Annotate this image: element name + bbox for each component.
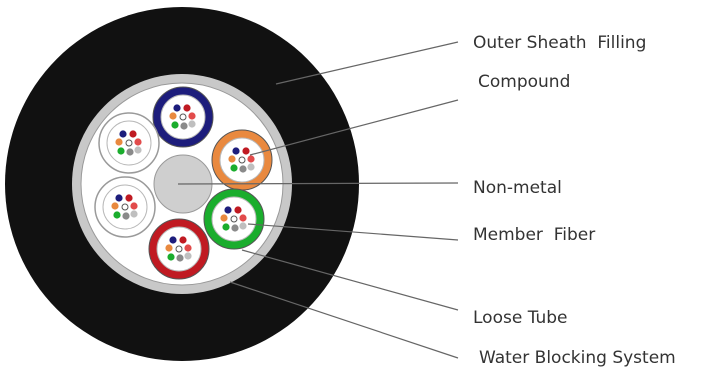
optical-fiber — [183, 104, 191, 112]
optical-fiber — [220, 214, 228, 222]
tube-center-fiber — [121, 203, 129, 211]
tube-orange — [211, 129, 273, 191]
optical-fiber — [130, 202, 138, 210]
optical-fiber — [228, 155, 236, 163]
optical-fiber — [111, 202, 119, 210]
tube-green — [203, 188, 265, 250]
optical-fiber — [234, 206, 242, 214]
optical-fiber — [180, 122, 188, 130]
optical-fiber — [129, 130, 137, 138]
tube-red — [148, 218, 210, 280]
leader-water-blocking — [229, 281, 459, 359]
optical-fiber — [169, 236, 177, 244]
label-member-fiber: Member Fiber — [473, 225, 596, 245]
label-loose-tube: Loose Tube — [473, 308, 568, 328]
optical-fiber — [222, 223, 230, 231]
tube-center-fiber — [125, 139, 133, 147]
optical-fiber — [117, 147, 125, 155]
optical-fiber — [130, 210, 138, 218]
optical-fiber — [171, 121, 179, 129]
optical-fiber — [184, 252, 192, 260]
label-non-metal: Non-metal — [473, 178, 562, 198]
optical-fiber — [126, 148, 134, 156]
optical-fiber — [242, 147, 250, 155]
label-water-blocking-system: Water Blocking System — [479, 348, 676, 368]
optical-fiber — [188, 120, 196, 128]
tube-white-upper — [98, 112, 160, 174]
tube-center-fiber — [175, 245, 183, 253]
optical-fiber — [122, 212, 130, 220]
label-outer-sheath-filling: Outer Sheath Filling — [473, 33, 647, 53]
tube-center-fiber — [179, 113, 187, 121]
optical-fiber — [239, 222, 247, 230]
tube-blue — [152, 86, 214, 148]
leader-member-fiber — [247, 223, 459, 241]
tube-center-fiber — [238, 156, 246, 164]
tube-white-lower — [94, 176, 156, 238]
label-compound: Compound — [478, 72, 571, 92]
optical-fiber — [134, 138, 142, 146]
optical-fiber — [231, 224, 239, 232]
optical-fiber — [167, 253, 175, 261]
leader-compound — [249, 99, 459, 156]
leader-outer-sheath — [275, 41, 459, 85]
leader-lines — [177, 41, 459, 359]
optical-fiber — [184, 244, 192, 252]
optical-fiber — [134, 146, 142, 154]
optical-fiber — [176, 254, 184, 262]
optical-fiber — [165, 244, 173, 252]
optical-fiber — [169, 112, 177, 120]
optical-fiber — [119, 130, 127, 138]
optical-fiber — [247, 163, 255, 171]
optical-fiber — [239, 165, 247, 173]
optical-fiber — [247, 155, 255, 163]
optical-fiber — [179, 236, 187, 244]
optical-fiber — [113, 211, 121, 219]
optical-fiber — [232, 147, 240, 155]
optical-fiber — [230, 164, 238, 172]
optical-fiber — [239, 214, 247, 222]
optical-fiber — [224, 206, 232, 214]
leader-non-metal — [177, 182, 459, 185]
optical-fiber — [115, 138, 123, 146]
tube-center-fiber — [230, 215, 238, 223]
optical-fiber — [188, 112, 196, 120]
optical-fiber — [173, 104, 181, 112]
optical-fiber — [125, 194, 133, 202]
loose-tubes — [94, 86, 273, 280]
optical-fiber — [115, 194, 123, 202]
leader-loose-tube — [241, 249, 459, 311]
